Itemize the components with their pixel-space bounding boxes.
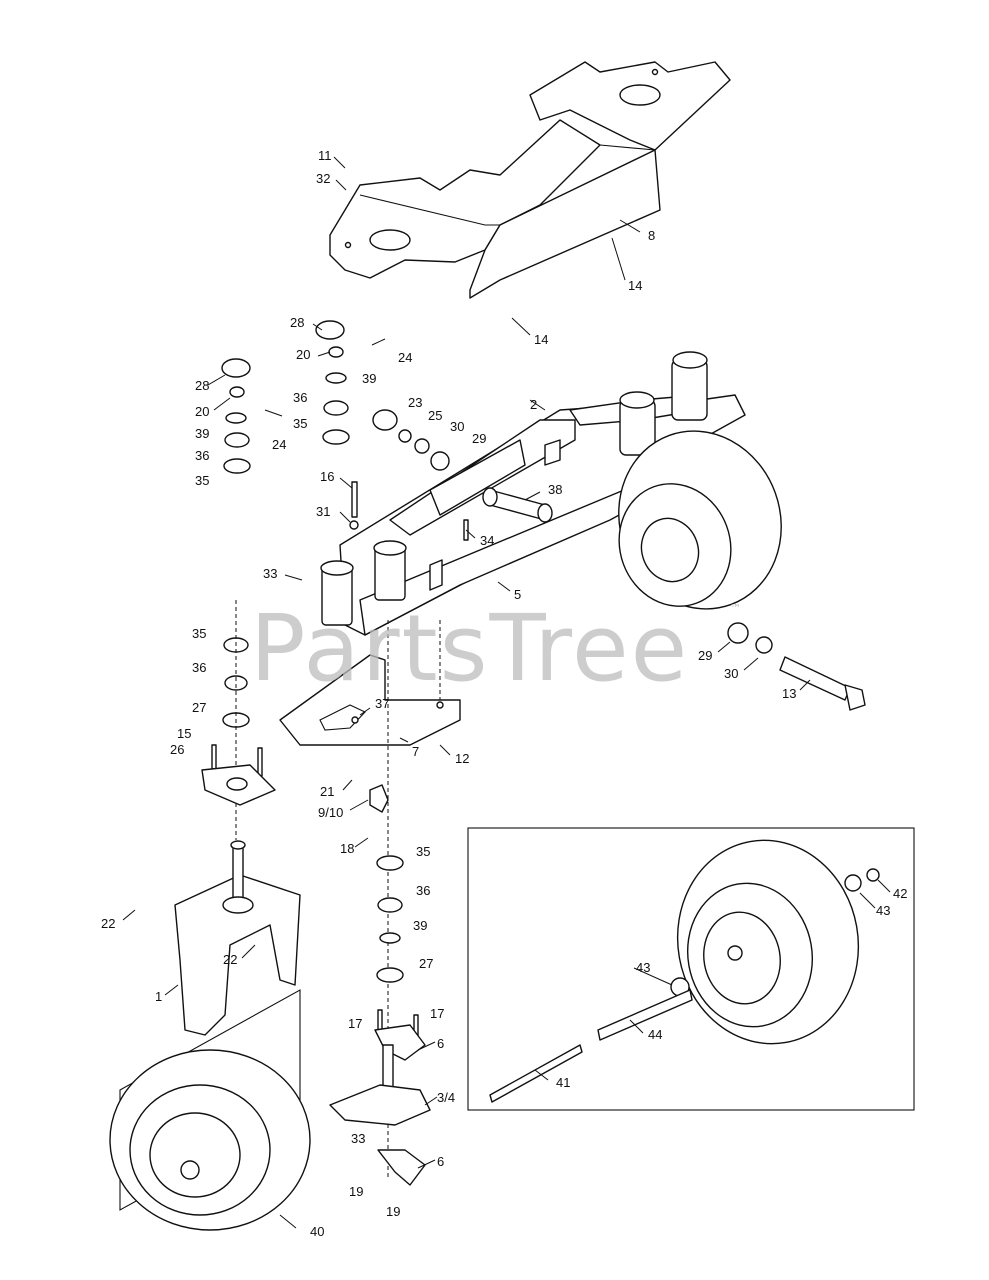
callout-28: 28 [290, 315, 304, 330]
callout-2: 2 [530, 397, 537, 412]
bearing-stack-left [221, 358, 283, 474]
watermark-trademark: ™ [730, 602, 741, 615]
callout-33: 33 [263, 566, 277, 581]
callout-30: 30 [450, 419, 464, 434]
callout-36: 36 [195, 448, 209, 463]
callout-5: 5 [514, 587, 521, 602]
callout-18: 18 [340, 841, 354, 856]
callout-24: 24 [272, 437, 286, 452]
callout-14: 14 [534, 332, 548, 347]
callout-43: 43 [636, 960, 650, 975]
callout-19: 19 [386, 1204, 400, 1219]
callout-25: 25 [428, 408, 442, 423]
callout-31: 31 [316, 504, 330, 519]
callout-40: 40 [310, 1224, 324, 1239]
callout-16: 16 [320, 469, 334, 484]
rear-axle-bolt [727, 622, 866, 711]
rear-wheel-right [618, 430, 782, 610]
callout-39: 39 [362, 371, 376, 386]
callout-34: 34 [480, 533, 494, 548]
callout-23: 23 [408, 395, 422, 410]
callout-14: 14 [628, 278, 642, 293]
callout-numbers: 11 32 8 14 14 28 20 24 39 36 35 28 20 24… [101, 148, 907, 1239]
callout-15: 15 [177, 726, 191, 741]
callout-3-4: 3/4 [437, 1090, 455, 1105]
callout-24: 24 [398, 350, 412, 365]
callout-38: 38 [548, 482, 562, 497]
spindle-stack-left [201, 600, 276, 840]
callout-35: 35 [192, 626, 206, 641]
callout-13: 13 [782, 686, 796, 701]
callout-39: 39 [195, 426, 209, 441]
callout-6: 6 [437, 1154, 444, 1169]
callout-28: 28 [195, 378, 209, 393]
bearing-stack-center [315, 320, 386, 445]
callout-43: 43 [876, 903, 890, 918]
callout-22: 22 [101, 916, 115, 931]
callout-6: 6 [437, 1036, 444, 1051]
watermark-text: PartsTree [250, 595, 689, 702]
callout-30: 30 [724, 666, 738, 681]
spindle-stack-right [329, 620, 441, 1186]
callout-42: 42 [893, 886, 907, 901]
callout-36: 36 [293, 390, 307, 405]
cover-plate [329, 61, 731, 299]
callout-7: 7 [412, 744, 419, 759]
callout-20: 20 [296, 347, 310, 362]
callout-17: 17 [430, 1006, 444, 1021]
callout-12: 12 [455, 751, 469, 766]
callout-9-10: 9/10 [318, 805, 343, 820]
inset-wheel-kit [467, 827, 915, 1111]
callout-33: 33 [351, 1131, 365, 1146]
callout-17: 17 [348, 1016, 362, 1031]
callout-36: 36 [192, 660, 206, 675]
callout-21: 21 [320, 784, 334, 799]
callout-26: 26 [170, 742, 184, 757]
callout-39: 39 [413, 918, 427, 933]
callout-35: 35 [416, 844, 430, 859]
callout-1: 1 [155, 989, 162, 1004]
callout-35: 35 [293, 416, 307, 431]
axle-hardware-upper [349, 409, 469, 541]
callout-11: 11 [318, 148, 332, 163]
caster-fork [174, 840, 301, 1036]
callout-35: 35 [195, 473, 209, 488]
plate [279, 654, 461, 746]
callout-leaders [122, 156, 891, 1229]
callout-32: 32 [316, 171, 330, 186]
callout-22: 22 [223, 952, 237, 967]
callout-27: 27 [419, 956, 433, 971]
callout-19: 19 [349, 1184, 363, 1199]
callout-36: 36 [416, 883, 430, 898]
callout-44: 44 [648, 1027, 662, 1042]
callout-8: 8 [648, 228, 655, 243]
callout-41: 41 [556, 1075, 570, 1090]
callout-29: 29 [698, 648, 712, 663]
callout-27: 27 [192, 700, 206, 715]
callout-29: 29 [472, 431, 486, 446]
callout-37: 37 [375, 696, 389, 711]
callout-20: 20 [195, 404, 209, 419]
front-wheel [109, 989, 311, 1231]
